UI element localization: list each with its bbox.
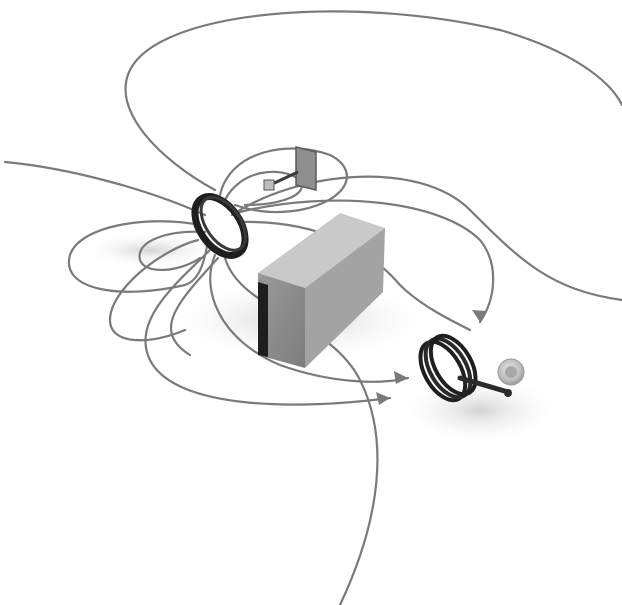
light-bulb-icon [498,359,524,385]
wall-socket-plate [296,147,316,190]
plug-body [264,180,274,190]
arrowhead-receiver-2 [376,392,390,405]
field-line-outer-loop [126,11,622,190]
bulb-core [505,366,517,378]
block-front-edge [258,282,268,357]
bulb-socket [504,389,512,397]
field-line-left-long [5,162,205,215]
power-plug-icon [264,147,316,190]
transmitter-shadow [80,232,220,268]
arrowhead-receiver-1 [394,371,408,384]
